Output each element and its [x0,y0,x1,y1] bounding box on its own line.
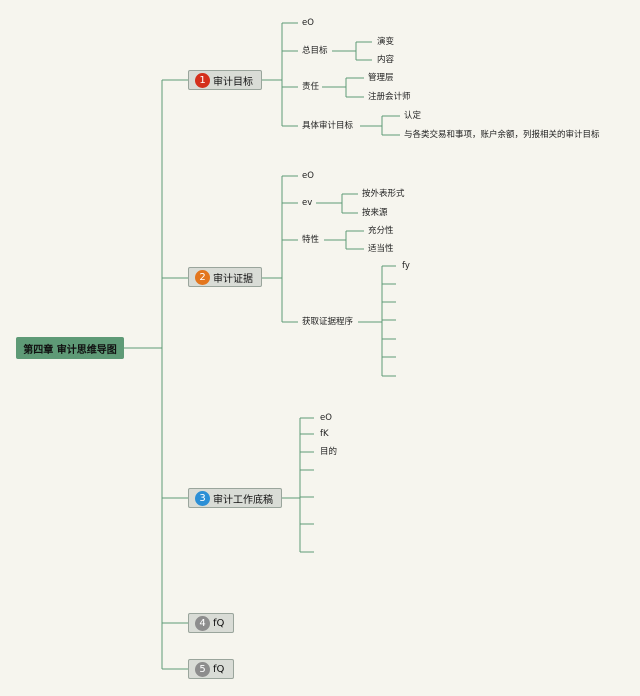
node-management[interactable]: 管理层 [368,73,394,83]
node-eo[interactable]: eO [302,18,314,28]
number-badge-5: 5 [195,661,210,677]
node-ev[interactable]: ev [302,198,313,208]
node-specific-objective[interactable]: 具体审计目标 [302,121,354,131]
node-fk[interactable]: fK [320,429,329,439]
number-badge-4: 4 [195,615,210,631]
root-topic-label: 第四章 审计思维导图 [23,344,117,356]
node-overall-objective[interactable]: 总目标 [302,46,328,56]
topic-audit-evidence[interactable]: 2 审计证据 [188,267,262,287]
node-related-objectives[interactable]: 与各类交易和事项，账户余额，列报相关的审计目标 [404,130,600,140]
number-badge-2: 2 [195,269,210,285]
node-by-source[interactable]: 按来源 [362,208,388,218]
topic-label: fQ [213,617,225,629]
node-fy[interactable]: fy [402,261,410,271]
topic-working-papers[interactable]: 3 审计工作底稿 [188,488,282,508]
node-evidence-procedures[interactable]: 获取证据程序 [302,317,354,327]
node-characteristics[interactable]: 特性 [302,235,320,245]
node-evolution[interactable]: 演变 [377,37,395,47]
topic-4[interactable]: 4 fQ [188,613,234,633]
node-eo[interactable]: eO [302,171,314,181]
node-by-form[interactable]: 按外表形式 [362,189,405,199]
node-assertion[interactable]: 认定 [404,111,422,121]
node-eo[interactable]: eO [320,413,332,423]
node-cpa[interactable]: 注册会计师 [368,92,411,102]
number-badge-3: 3 [195,490,210,506]
topic-label: 审计工作底稿 [213,494,273,506]
node-appropriateness[interactable]: 适当性 [368,244,394,254]
node-sufficiency[interactable]: 充分性 [368,226,394,236]
node-responsibility[interactable]: 责任 [302,82,320,92]
topic-audit-objective[interactable]: 1 审计目标 [188,70,262,90]
number-badge-1: 1 [195,72,210,88]
topic-label: 审计证据 [213,273,253,285]
node-content[interactable]: 内容 [377,55,395,65]
topic-label: 审计目标 [213,76,253,88]
topic-label: fQ [213,663,225,675]
root-topic[interactable]: 第四章 审计思维导图 [16,337,124,359]
node-purpose[interactable]: 目的 [320,447,338,457]
topic-5[interactable]: 5 fQ [188,659,234,679]
